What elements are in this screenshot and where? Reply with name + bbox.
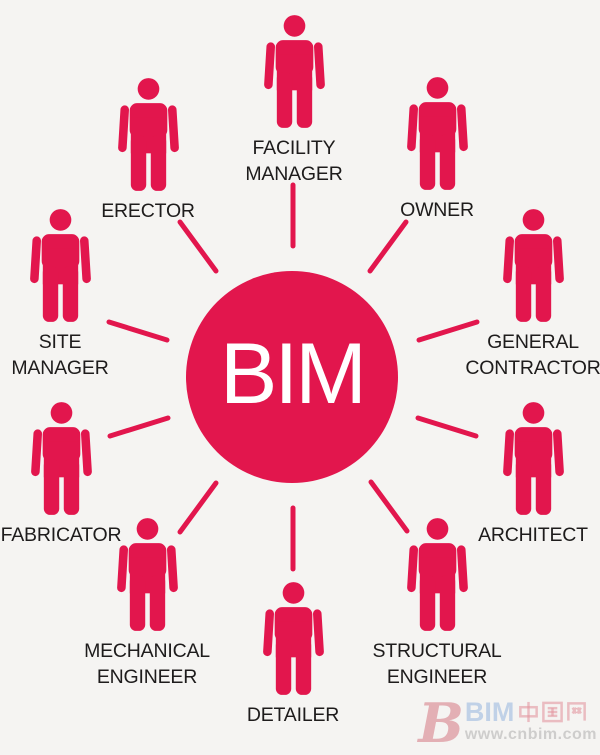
bim-center-circle: BIM	[186, 271, 398, 483]
role-figure-site-manager: SITE MANAGER	[0, 209, 145, 381]
role-label-structural-engineer: STRUCTURAL ENGINEER	[372, 640, 502, 688]
role-figure-general-contractor: GENERAL CONTRACTOR	[448, 209, 600, 381]
role-label-owner: OWNER	[400, 199, 474, 221]
cnbim-chinese-text	[516, 700, 588, 724]
person-icon	[29, 209, 91, 322]
role-label-fabricator: FABRICATOR	[0, 524, 122, 546]
cnbim-latin-text: BIM	[464, 697, 515, 727]
person-icon	[502, 209, 564, 322]
role-figure-structural-engineer: STRUCTURAL ENGINEER	[352, 518, 522, 690]
cn-char-guo	[542, 701, 564, 723]
cn-char-wang	[567, 702, 587, 721]
role-figure-owner: OWNER	[352, 77, 522, 223]
role-label-general-contractor: GENERAL CONTRACTOR	[465, 331, 600, 379]
role-label-erector: ERECTOR	[101, 200, 195, 222]
role-label-architect: ARCHITECT	[478, 524, 588, 546]
person-icon	[406, 77, 468, 190]
role-figure-mechanical-engineer: MECHANICAL ENGINEER	[62, 518, 232, 690]
role-label-facility-manager: FACILITY MANAGER	[245, 137, 343, 185]
role-figure-facility-manager: FACILITY MANAGER	[209, 15, 379, 187]
role-label-mechanical-engineer: MECHANICAL ENGINEER	[84, 640, 210, 688]
person-icon	[406, 518, 468, 631]
cnbim-watermark: B BIM	[418, 691, 597, 755]
cn-char-zhong	[519, 701, 539, 723]
role-figure-detailer: DETAILER	[208, 582, 378, 728]
bim-center-label: BIM	[220, 326, 367, 422]
cnbim-logo-letter: B	[418, 691, 464, 755]
cnbim-url-text: www.cnbim.com	[464, 726, 597, 743]
role-figure-fabricator: FABRICATOR	[0, 402, 146, 548]
role-label-detailer: DETAILER	[246, 704, 340, 726]
role-label-site-manager: SITE MANAGER	[11, 331, 109, 379]
person-icon	[262, 582, 324, 695]
person-icon	[263, 15, 325, 128]
person-icon	[30, 402, 92, 515]
role-figure-architect: ARCHITECT	[448, 402, 600, 548]
person-icon	[117, 78, 179, 191]
role-figure-erector: ERECTOR	[63, 78, 233, 224]
person-icon	[502, 402, 564, 515]
